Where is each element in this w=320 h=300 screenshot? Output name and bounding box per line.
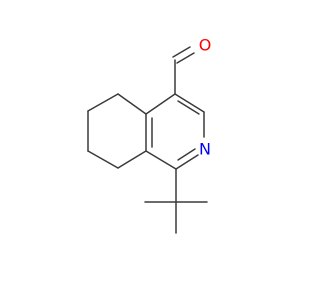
bond-c4a-c4: [145, 93, 176, 115]
nitrogen-atom-label: N: [199, 140, 211, 159]
bond-c-o-double-a: [176, 52, 195, 64]
bond-c7-c8: [87, 150, 119, 169]
bond-c4-c3-inner: [177, 100, 200, 115]
structure-canvas: O N: [87, 35, 212, 234]
oxygen-atom-label: O: [199, 36, 212, 55]
molecule-structure: O N: [87, 36, 212, 234]
bond-c-o-double-b: [172, 46, 191, 58]
bond-c5-c6: [87, 93, 119, 112]
bond-n-c1-inner: [177, 148, 196, 161]
bond-c1-c8a: [145, 150, 177, 170]
bond-c8-c8a: [117, 150, 147, 169]
bond-c4a-c5: [117, 93, 147, 115]
bond-c4-c3-aromatic: [174, 93, 205, 113]
bond-n-c1: [175, 154, 199, 170]
